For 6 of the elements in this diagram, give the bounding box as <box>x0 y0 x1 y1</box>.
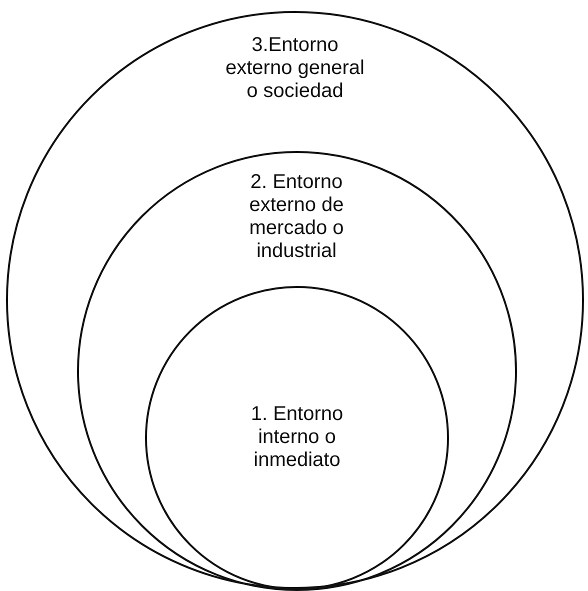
circle <box>76 150 516 590</box>
circle-label: 3.Entorno externo general o sociedad <box>225 34 365 102</box>
circle-label: 1. Entorno interno o inmediato <box>250 402 344 472</box>
circle <box>145 286 449 590</box>
circle <box>6 11 584 589</box>
circle-label: 2. Entorno externo de mercado o industrial <box>248 171 345 263</box>
